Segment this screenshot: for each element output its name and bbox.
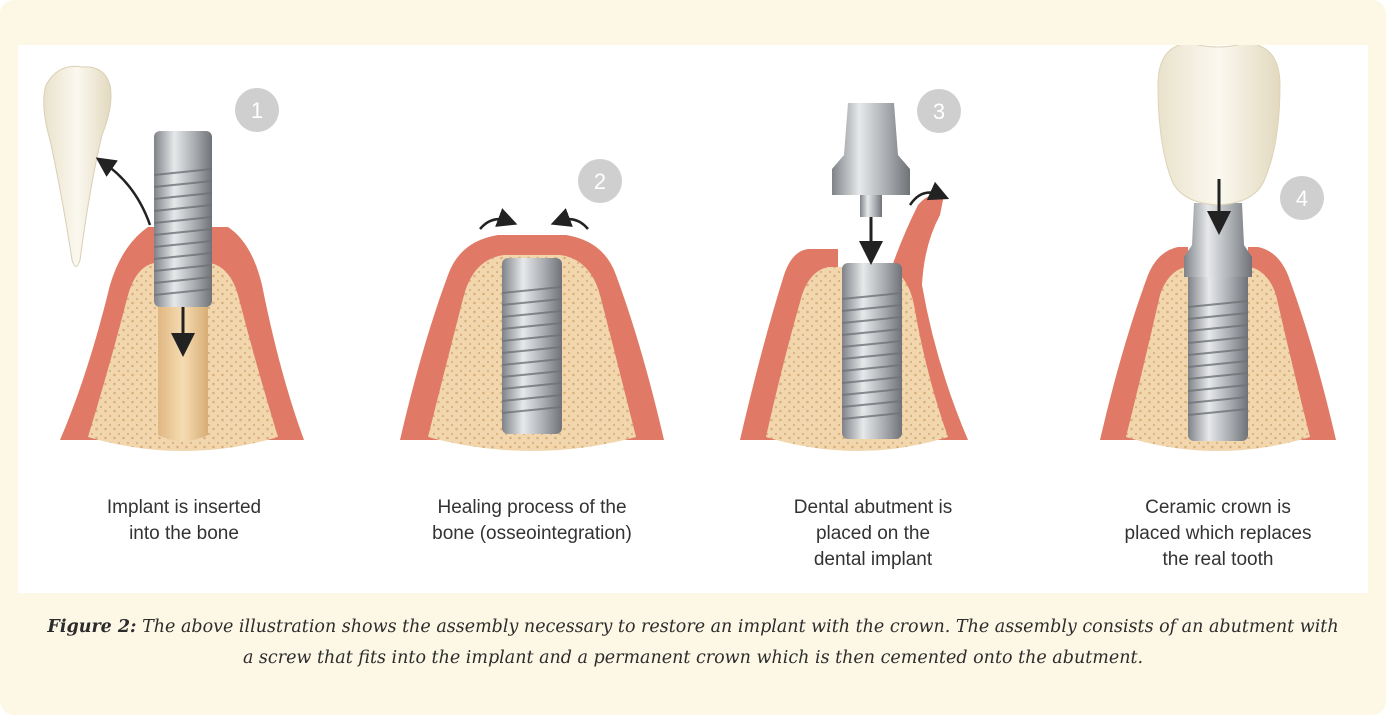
step-number: 4 xyxy=(1296,186,1308,211)
step-number: 3 xyxy=(933,99,945,124)
step-3-illustration: 3 xyxy=(740,89,968,451)
step-1-caption: Implant is inserted into the bone xyxy=(54,495,314,547)
implant-screw xyxy=(842,263,902,439)
illustration-panel: 1 2 xyxy=(18,45,1368,593)
implant-screw xyxy=(1188,271,1248,441)
step-3-caption: Dental abutment is placed on the dental … xyxy=(743,495,1003,573)
step-2-caption: Healing process of the bone (osseointegr… xyxy=(402,495,662,547)
step-1-illustration: 1 xyxy=(44,66,304,451)
step-2-illustration: 2 xyxy=(400,159,664,451)
figure-caption-text: The above illustration shows the assembl… xyxy=(137,617,1339,668)
abutment xyxy=(832,103,910,195)
step-number: 2 xyxy=(594,169,606,194)
figure-label: Figure 2: xyxy=(47,617,136,637)
arrow-out-icon xyxy=(104,163,150,225)
step-number: 1 xyxy=(251,98,263,123)
arrow-close-left-icon xyxy=(480,219,508,229)
arrow-close-right-icon xyxy=(560,219,588,229)
figure-caption: Figure 2: The above illustration shows t… xyxy=(40,612,1346,674)
step-4-illustration: 4 xyxy=(1100,45,1336,451)
step-4-caption: Ceramic crown is placed which replaces t… xyxy=(1088,495,1348,573)
extracted-tooth xyxy=(44,66,111,266)
